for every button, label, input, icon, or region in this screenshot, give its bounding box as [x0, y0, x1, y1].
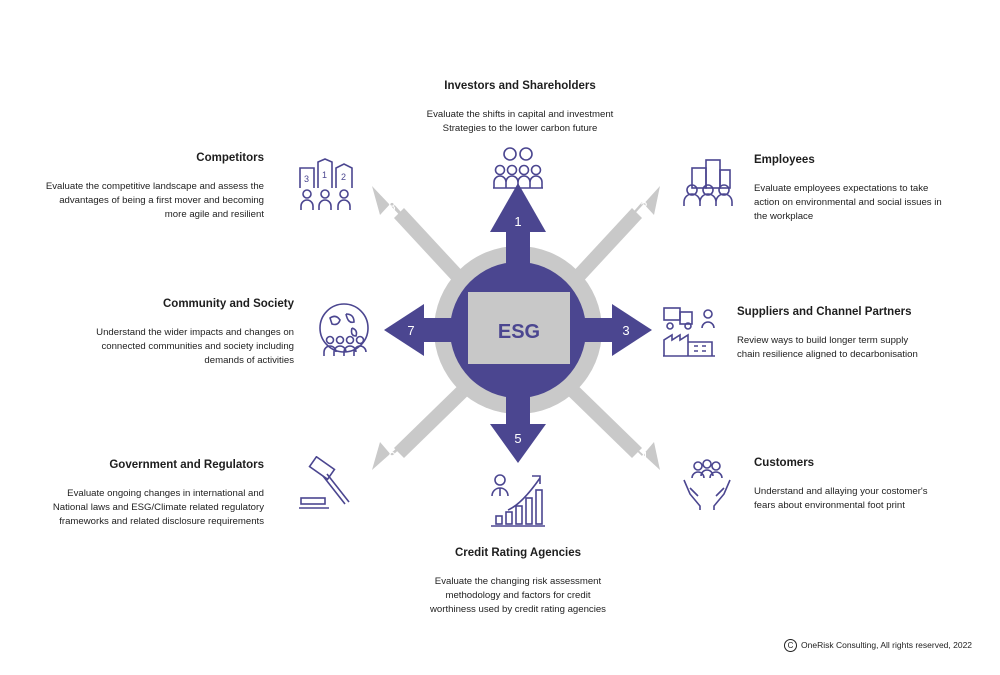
government-title: Government and Regulators: [109, 459, 264, 471]
employees-description: Evaluate employees expectations to take …: [754, 183, 942, 222]
arrow-1-head: [490, 183, 546, 232]
arrow-5-head: [490, 424, 546, 463]
arrow-3-head: [612, 304, 652, 356]
copyright: C OneRisk Consulting, All rights reserved…: [784, 639, 972, 652]
arrow-number-5: 5: [514, 431, 521, 446]
customers-title: Customers: [754, 457, 815, 469]
arrow-6-shaft: [394, 374, 480, 458]
svg-text:3: 3: [304, 174, 309, 184]
esg-box: [468, 292, 570, 364]
arrow-number-6: 6: [388, 449, 395, 464]
arrow-number-1: 1: [514, 214, 521, 229]
supply-chain-icon: [663, 307, 715, 357]
community-title: Community and Society: [163, 298, 294, 310]
investors-title: Investors and Shareholders: [444, 80, 596, 92]
credit-description: Evaluate the changing risk assessment me…: [430, 576, 606, 615]
credit-title: Credit Rating Agencies: [454, 547, 582, 559]
arrow-3-shaft: [566, 318, 616, 342]
suppliers-description: Review ways to build longer term supply …: [737, 335, 918, 360]
investors-icon: [493, 147, 543, 189]
suppliers-title: Suppliers and Channel Partners: [737, 306, 912, 318]
customers-description: Understand and allaying your costomer's …: [754, 486, 928, 511]
copyright-icon: C: [784, 639, 797, 652]
arrow-number-7: 7: [407, 323, 414, 338]
copyright-text: OneRisk Consulting, All rights reserved,…: [801, 639, 973, 650]
arrow-number-8: 8: [388, 199, 395, 214]
community-description: Understand the wider impacts and changes…: [96, 327, 294, 366]
globe-people-icon: [319, 303, 369, 356]
arrow-4-shaft: [556, 374, 642, 458]
arrow-5-shaft: [506, 366, 530, 428]
arrow-number-4: 4: [640, 449, 647, 464]
government-description: Evaluate ongoing changes in internationa…: [52, 488, 264, 527]
arrow-7-head: [384, 304, 424, 356]
svg-text:2: 2: [341, 172, 346, 182]
esg-label: ESG: [498, 321, 540, 343]
competitors-icon: 3 1 2: [299, 158, 353, 210]
arrow-number-3: 3: [622, 323, 629, 338]
customers-hands-icon: [683, 459, 731, 510]
arrow-1-shaft: [506, 225, 530, 295]
arrow-number-2: 2: [640, 199, 647, 214]
employees-title: Employees: [754, 154, 815, 166]
competitors-description: Evaluate the competitive landscape and a…: [45, 181, 264, 220]
competitors-title: Competitors: [196, 152, 264, 164]
growth-chart-icon: [491, 474, 545, 527]
gavel-icon: [299, 456, 350, 509]
arrow-7-shaft: [418, 318, 470, 342]
investors-description: Evaluate the shifts in capital and inves…: [426, 109, 614, 134]
employees-icon: [683, 159, 733, 206]
svg-text:1: 1: [322, 170, 327, 180]
